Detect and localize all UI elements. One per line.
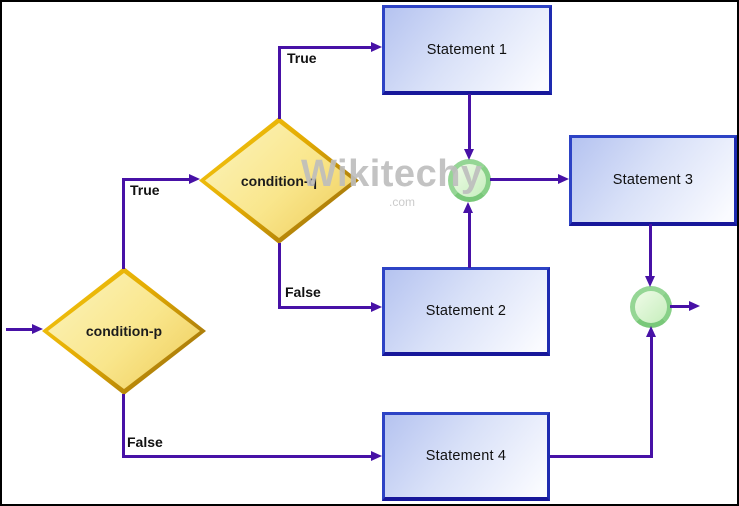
connector-line xyxy=(650,335,653,458)
connector-line xyxy=(278,46,281,119)
arrowhead-right-icon xyxy=(189,174,200,184)
arrowhead-right-icon xyxy=(32,324,43,334)
connector-line xyxy=(278,243,281,309)
arrowhead-down-icon xyxy=(645,276,655,287)
statement-3-box: Statement 3 xyxy=(569,135,737,226)
arrowhead-right-icon xyxy=(689,301,700,311)
statement-4-box: Statement 4 xyxy=(382,412,550,501)
statement-2-label: Statement 2 xyxy=(425,303,507,319)
connector-line xyxy=(490,178,559,181)
edge-label-q-false: False xyxy=(285,284,321,300)
arrowhead-right-icon xyxy=(558,174,569,184)
statement-3-label: Statement 3 xyxy=(612,172,694,188)
statement-2-box: Statement 2 xyxy=(382,267,550,356)
edge-label-p-false: False xyxy=(127,434,163,450)
connector-line xyxy=(6,328,33,331)
merge-circle-2 xyxy=(630,286,672,328)
arrowhead-up-icon xyxy=(463,202,473,213)
condition-q-diamond: condition-q xyxy=(199,117,359,244)
condition-p-diamond: condition-p xyxy=(42,267,206,395)
connector-line xyxy=(468,211,471,268)
connector-line xyxy=(122,455,372,458)
arrowhead-up-icon xyxy=(646,326,656,337)
connector-line xyxy=(122,178,125,269)
edge-label-q-true: True xyxy=(287,50,317,66)
connector-line xyxy=(122,394,125,458)
connector-line xyxy=(278,306,372,309)
connector-line xyxy=(278,46,372,49)
statement-1-box: Statement 1 xyxy=(382,5,552,95)
connector-line xyxy=(468,94,471,150)
condition-q-label: condition-q xyxy=(240,172,318,189)
arrowhead-right-icon xyxy=(371,42,382,52)
connector-line xyxy=(670,305,690,308)
connector-line xyxy=(649,224,652,277)
statement-4-label: Statement 4 xyxy=(425,448,507,464)
condition-p-label: condition-p xyxy=(85,323,163,339)
watermark-domain: .com xyxy=(389,195,416,209)
merge-circle-1 xyxy=(448,159,491,202)
connector-line xyxy=(550,455,653,458)
arrowhead-right-icon xyxy=(371,302,382,312)
edge-label-p-true: True xyxy=(130,182,160,198)
watermark-brand: Wikitechy xyxy=(301,153,483,195)
arrowhead-right-icon xyxy=(371,451,382,461)
arrowhead-down-icon xyxy=(464,149,474,160)
connector-line xyxy=(122,178,190,181)
statement-1-label: Statement 1 xyxy=(426,41,508,58)
